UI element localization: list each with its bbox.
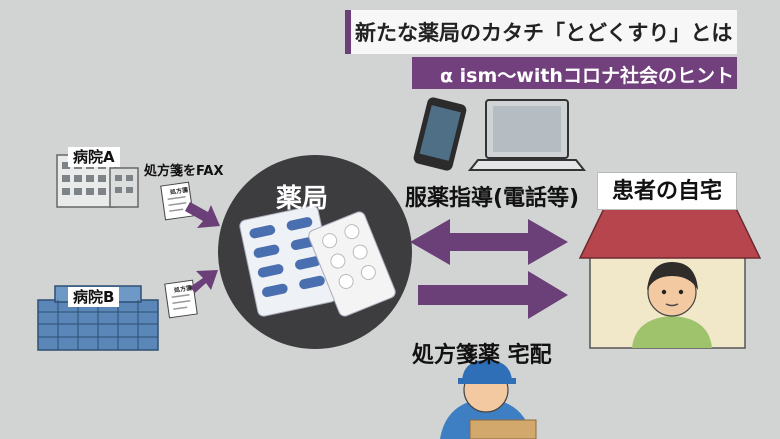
page-subtitle: α ism〜withコロナ社会のヒント: [440, 65, 734, 87]
guidance-label: 服薬指導(電話等): [405, 186, 580, 211]
hospital-b-label: 病院B: [68, 287, 120, 307]
fax-document-icon: [160, 181, 194, 221]
delivery-label: 処方箋薬 宅配: [412, 343, 552, 368]
subtitle-banner: [412, 57, 737, 89]
arrow-guidance-both: [410, 219, 568, 265]
pharmacy-label: 薬局: [276, 184, 329, 214]
delivery-person-icon: [440, 360, 537, 439]
page-title: 新たな薬局のカタチ「とどくすり」とは: [355, 21, 733, 45]
smartphone-icon: [413, 97, 467, 171]
arrow-hospital-b: [190, 270, 218, 293]
patient-icon: [632, 262, 712, 348]
home-label: 患者の自宅: [597, 172, 737, 210]
fax-document-icon: [164, 279, 198, 319]
title-banner: [345, 10, 737, 54]
pill-pack-icon: [239, 205, 396, 317]
arrow-hospital-a: [185, 202, 220, 228]
arrow-delivery: [418, 271, 568, 319]
laptop-icon: [467, 99, 587, 171]
fax-label: 処方箋をFAX: [144, 164, 224, 179]
hospital-a-label: 病院A: [68, 147, 120, 167]
